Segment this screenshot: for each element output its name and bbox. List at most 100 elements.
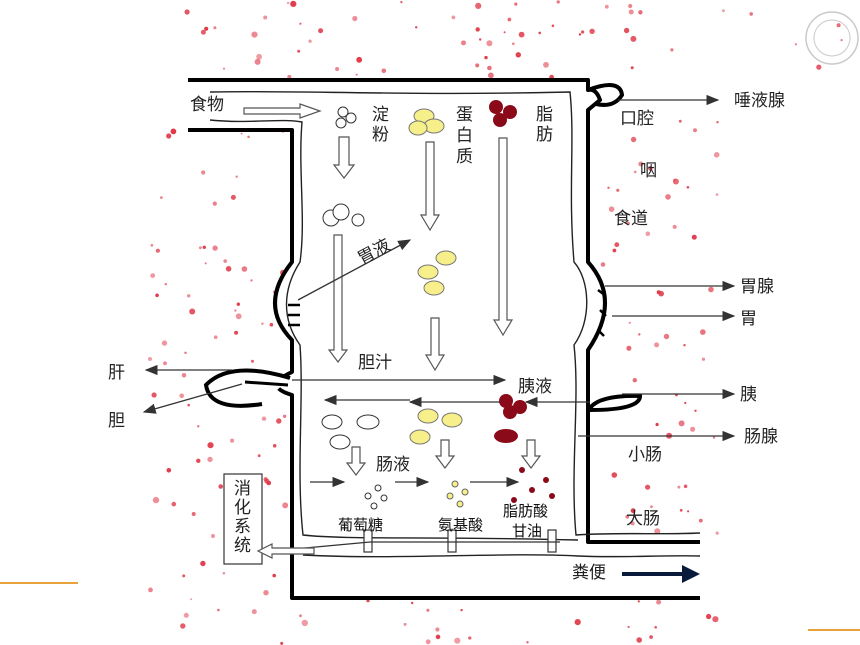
- tissue-dot: [308, 39, 312, 43]
- tissue-dot: [272, 444, 277, 448]
- tissue-dot: [286, 1, 290, 5]
- tissue-dot: [415, 26, 418, 29]
- starch-arrow-2: [327, 234, 349, 363]
- tissue-dot: [179, 393, 184, 399]
- tissue-dot: [630, 35, 637, 42]
- tissue-dot: [665, 194, 671, 200]
- tissue-dot: [636, 637, 642, 643]
- tissue-dot: [716, 121, 719, 124]
- tissue-dot: [454, 637, 461, 644]
- tissue-dot: [589, 28, 595, 34]
- tissue-dot: [235, 313, 242, 320]
- tissue-dot: [627, 625, 630, 629]
- gallbladder-label: 胆: [108, 411, 125, 431]
- glucose-particles: [364, 484, 388, 510]
- tissue-dot: [698, 518, 703, 523]
- tissue-dot: [217, 608, 220, 612]
- tissue-dot: [663, 333, 670, 340]
- tissue-dot: [152, 496, 160, 504]
- tissue-dot: [400, 0, 403, 4]
- tissue-dot: [526, 641, 529, 644]
- tissue-dot: [479, 38, 482, 41]
- absorption-tubes: [363, 529, 557, 553]
- tissue-dot: [486, 40, 493, 47]
- tissue-dot: [654, 342, 660, 348]
- tissue-dot: [263, 15, 268, 20]
- tissue-dot: [512, 42, 515, 45]
- salivary-gland-label: 唾液腺: [734, 91, 785, 111]
- tissue-dot: [223, 259, 227, 263]
- tissue-dot: [638, 10, 643, 15]
- bile-label: 胆汁: [358, 353, 392, 373]
- tissue-dot: [633, 170, 637, 174]
- glucose-label: 葡萄糖: [338, 516, 383, 534]
- tissue-dot: [630, 66, 634, 70]
- svg-text:脂肪: 脂肪: [536, 105, 553, 145]
- tissue-dot: [836, 23, 841, 28]
- svg-text:蛋白质: 蛋白质: [456, 105, 473, 167]
- stomach-label: 胃: [740, 309, 757, 329]
- food-entry-arrow: [243, 103, 322, 119]
- tissue-dot: [816, 64, 822, 70]
- gastric-gland-marks: [288, 289, 607, 337]
- salivary-gland-shape: [587, 83, 625, 107]
- gastric-gland-label: 胃腺: [740, 277, 774, 297]
- liver-gallbladder-shape: [203, 368, 291, 408]
- tissue-dot: [207, 456, 213, 463]
- tissue-dot: [451, 15, 456, 20]
- pancreas-shape: [588, 393, 643, 412]
- tissue-dot: [299, 614, 302, 618]
- tissue-dot: [518, 31, 525, 38]
- tissue-dot: [247, 135, 250, 139]
- tissue-dot: [515, 52, 521, 58]
- tissue-dot: [196, 458, 201, 463]
- tissue-dot: [287, 74, 292, 79]
- tissue-dot: [722, 9, 725, 13]
- tissue-dot: [484, 55, 488, 60]
- esophagus-label: 食道: [614, 209, 648, 229]
- tissue-texture: [148, 0, 843, 645]
- tissue-dot: [460, 608, 463, 612]
- tissue-dot: [148, 587, 153, 593]
- tissue-dot: [236, 302, 240, 306]
- tissue-dot: [222, 67, 226, 70]
- tissue-dot: [297, 49, 301, 53]
- tissue-dot: [261, 416, 267, 421]
- tissue-dot: [213, 335, 218, 340]
- tissue-dot: [673, 178, 676, 181]
- tissue-dot: [184, 9, 190, 15]
- tissue-dot: [475, 63, 480, 68]
- tissue-dot: [272, 573, 277, 578]
- amino-acid-label: 氨基酸: [438, 516, 483, 534]
- tissue-dot: [578, 33, 582, 36]
- tissue-dot: [435, 627, 440, 632]
- tissue-dot: [507, 17, 512, 22]
- tissue-dot: [574, 619, 581, 626]
- tissue-dot: [207, 442, 214, 449]
- tissue-dot: [677, 485, 681, 489]
- tissue-dot: [611, 472, 618, 478]
- tissue-dot: [191, 512, 196, 516]
- tissue-dot: [690, 426, 696, 432]
- tissue-dot: [684, 401, 687, 405]
- svg-text:淀粉: 淀粉: [372, 105, 389, 145]
- tissue-dot: [630, 521, 635, 526]
- starch-arrow-1: [332, 136, 356, 179]
- tissue-dot: [254, 58, 261, 65]
- tissue-dot: [213, 26, 217, 30]
- tissue-dot: [204, 26, 209, 31]
- intestinal-juice-label: 肠液: [376, 455, 410, 475]
- tissue-dot: [538, 31, 541, 35]
- tissue-dot: [148, 357, 152, 361]
- tissue-dot: [623, 27, 630, 34]
- tissue-dot: [551, 24, 555, 28]
- tissue-dot: [654, 626, 657, 629]
- tissue-dot: [276, 418, 282, 424]
- small-intestine-label: 小肠: [628, 445, 662, 465]
- tissue-dot: [263, 590, 269, 596]
- tissue-dot: [693, 128, 697, 133]
- tissue-dot: [256, 53, 262, 60]
- tissue-dot: [150, 244, 154, 247]
- tissue-dot: [241, 266, 248, 272]
- tissue-dot: [604, 4, 609, 9]
